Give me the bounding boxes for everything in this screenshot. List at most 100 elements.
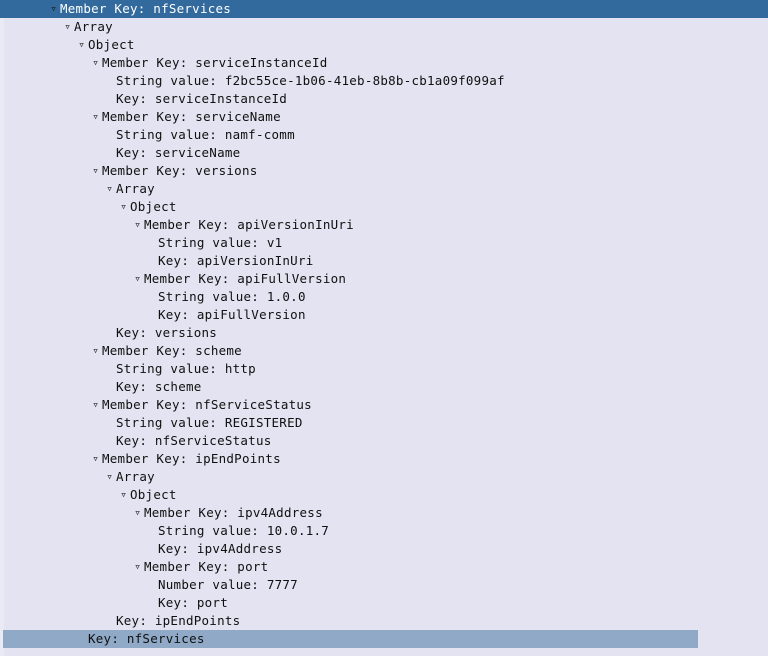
expander-triangle-down-icon[interactable]: ▿	[92, 398, 99, 411]
indent-spacer	[3, 531, 145, 532]
tree-row-content: Key: serviceName	[3, 145, 240, 160]
tree-row-label: String value: 1.0.0	[158, 289, 306, 304]
tree-row-content: String value: http	[3, 361, 256, 376]
tree-row[interactable]: ▿Member Key: nfServiceStatus	[0, 396, 768, 414]
tree-row-label: Member Key: serviceName	[102, 109, 281, 124]
expander-triangle-down-icon[interactable]: ▿	[134, 272, 141, 285]
tree-row-content: ▿Object	[3, 199, 177, 214]
tree-row[interactable]: ▿Array	[0, 18, 768, 36]
tree-row-content: String value: 1.0.0	[3, 289, 306, 304]
tree-row-content: Key: serviceInstanceId	[3, 91, 287, 106]
expander-triangle-down-icon[interactable]: ▿	[134, 560, 141, 573]
indent-spacer	[3, 99, 103, 100]
indent-spacer	[3, 135, 103, 136]
expander-placeholder-icon	[103, 378, 116, 396]
tree-row-content: String value: 10.0.1.7	[3, 523, 329, 538]
tree-row[interactable]: Key: ipv4Address	[0, 540, 768, 558]
tree-row[interactable]: ▿Member Key: serviceInstanceId	[0, 54, 768, 72]
indent-spacer	[3, 279, 131, 280]
expander-triangle-down-icon[interactable]: ▿	[92, 344, 99, 357]
tree-row-label: String value: http	[116, 361, 256, 376]
indent-spacer	[3, 261, 145, 262]
expander-triangle-down-icon[interactable]: ▿	[50, 2, 57, 15]
expander-triangle-down-icon[interactable]: ▿	[92, 164, 99, 177]
tree-row[interactable]: ▿Member Key: serviceName	[0, 108, 768, 126]
expander-placeholder-icon	[103, 432, 116, 450]
tree-row[interactable]: ▿Object	[0, 36, 768, 54]
tree-row-label: Key: scheme	[116, 379, 202, 394]
tree-row[interactable]: Key: ipEndPoints	[0, 612, 768, 630]
tree-row-content: Key: nfServiceStatus	[3, 433, 272, 448]
expander-triangle-down-icon[interactable]: ▿	[92, 56, 99, 69]
tree-row[interactable]: ▿Object	[0, 486, 768, 504]
tree-row-content: String value: v1	[3, 235, 282, 250]
tree-row[interactable]: ▿Member Key: scheme	[0, 342, 768, 360]
expander-placeholder-icon	[103, 414, 116, 432]
tree-row-label: Array	[116, 469, 155, 484]
tree-row[interactable]: String value: 1.0.0	[0, 288, 768, 306]
expander-triangle-down-icon[interactable]: ▿	[92, 110, 99, 123]
tree-row[interactable]: Key: scheme	[0, 378, 768, 396]
tree-row-label: Member Key: versions	[102, 163, 258, 178]
indent-spacer	[3, 477, 103, 478]
tree-row[interactable]: String value: namf-comm	[0, 126, 768, 144]
tree-row[interactable]: Key: serviceName	[0, 144, 768, 162]
tree-row[interactable]: String value: 10.0.1.7	[0, 522, 768, 540]
tree-row[interactable]: Number value: 7777	[0, 576, 768, 594]
tree-row[interactable]: ▿Member Key: ipv4Address	[0, 504, 768, 522]
tree-row-label: Array	[74, 19, 113, 34]
tree-row[interactable]: ▿Object	[0, 198, 768, 216]
expander-triangle-down-icon[interactable]: ▿	[106, 182, 113, 195]
tree-row[interactable]: ▿Member Key: apiFullVersion	[0, 270, 768, 288]
indent-spacer	[3, 189, 103, 190]
indent-spacer	[3, 639, 75, 640]
indent-spacer	[3, 81, 103, 82]
expander-triangle-down-icon[interactable]: ▿	[106, 470, 113, 483]
tree-row-content: ▿Member Key: nfServiceStatus	[3, 397, 312, 412]
tree-row[interactable]: ▿Array	[0, 468, 768, 486]
expander-triangle-down-icon[interactable]: ▿	[134, 506, 141, 519]
expander-triangle-down-icon[interactable]: ▿	[78, 38, 85, 51]
tree-row-label: String value: v1	[158, 235, 283, 250]
tree-row[interactable]: Key: serviceInstanceId	[0, 90, 768, 108]
tree-row[interactable]: ▿Member Key: ipEndPoints	[0, 450, 768, 468]
tree-row[interactable]: ▿Member Key: port	[0, 558, 768, 576]
tree-row-content: ▿Member Key: apiFullVersion	[3, 271, 346, 286]
tree-row-content: ▿Member Key: ipv4Address	[3, 505, 323, 520]
expander-triangle-down-icon[interactable]: ▿	[64, 20, 71, 33]
expander-triangle-down-icon[interactable]: ▿	[92, 452, 99, 465]
expander-placeholder-icon	[103, 126, 116, 144]
tree-row-label: Member Key: apiVersionInUri	[144, 217, 354, 232]
indent-spacer	[3, 621, 103, 622]
tree-row-label: String value: 10.0.1.7	[158, 523, 330, 538]
tree-row-content: ▿Member Key: port	[3, 559, 268, 574]
tree-row[interactable]: ▿Member Key: apiVersionInUri	[0, 216, 768, 234]
tree-row[interactable]: Key: apiVersionInUri	[0, 252, 768, 270]
tree-row[interactable]: Key: port	[0, 594, 768, 612]
tree-row[interactable]: Key: apiFullVersion	[0, 306, 768, 324]
indent-spacer	[3, 423, 103, 424]
expander-triangle-down-icon[interactable]: ▿	[120, 200, 127, 213]
tree-row[interactable]: ▿Array	[0, 180, 768, 198]
tree-row[interactable]: String value: f2bc55ce-1b06-41eb-8b8b-cb…	[0, 72, 768, 90]
tree-row[interactable]: ▿Member Key: versions	[0, 162, 768, 180]
tree-row[interactable]: String value: v1	[0, 234, 768, 252]
tree-row-selected[interactable]: ▿Member Key: nfServices	[0, 0, 768, 18]
indent-spacer	[3, 585, 145, 586]
tree-row[interactable]: String value: REGISTERED	[0, 414, 768, 432]
indent-spacer	[3, 549, 145, 550]
indent-spacer	[3, 225, 131, 226]
tree-row[interactable]: Key: nfServiceStatus	[0, 432, 768, 450]
tree-row[interactable]: String value: http	[0, 360, 768, 378]
expander-placeholder-icon	[75, 630, 88, 648]
tree-row-label: Member Key: scheme	[102, 343, 242, 358]
indent-spacer	[3, 45, 75, 46]
expander-placeholder-icon	[145, 540, 158, 558]
expander-triangle-down-icon[interactable]: ▿	[134, 218, 141, 231]
tree-row-selected-inactive[interactable]: Key: nfServices	[0, 630, 768, 648]
tree-row[interactable]: Key: versions	[0, 324, 768, 342]
tree-row-content: ▿Object	[3, 37, 135, 52]
tree-row-content: ▿Member Key: nfServices	[3, 1, 231, 16]
expander-triangle-down-icon[interactable]: ▿	[120, 488, 127, 501]
